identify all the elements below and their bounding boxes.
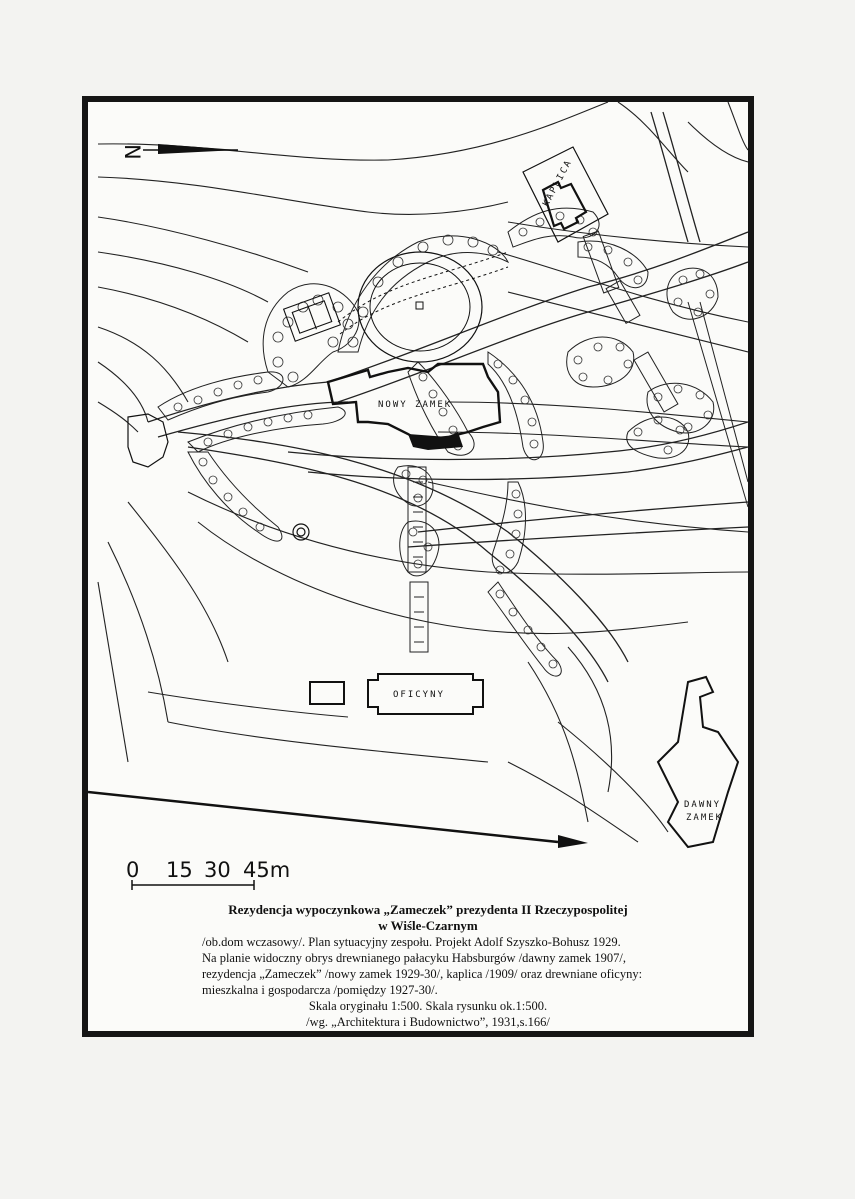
stairs	[407, 230, 748, 653]
oval-lawn	[337, 251, 509, 363]
scale-label-45: 45m	[243, 858, 290, 882]
scale-bar: 0 15 30 45m	[126, 858, 290, 890]
roads	[147, 111, 748, 683]
boundary-line	[88, 790, 588, 848]
chapel-building: KAPLICA	[522, 146, 609, 243]
gate-structure	[127, 413, 310, 541]
outbuilding-group: OFICYNY	[309, 673, 484, 715]
caption-block: Rezydencja wypoczynkowa „Zameczek” prezy…	[178, 902, 678, 1030]
tennis-court	[282, 292, 342, 342]
scale-label-15: 15	[166, 858, 193, 882]
new-castle-building: NOWY ZAMEK	[326, 362, 502, 450]
old-castle-building: DAWNY ZAMEK	[656, 675, 740, 849]
old-castle-label-line1: DAWNY	[684, 800, 721, 810]
scale-label-0: 0	[126, 858, 139, 882]
tree-clusters	[157, 207, 719, 677]
caption-line1: /ob.dom wczasowy/. Plan sytuacyjny zespo…	[202, 935, 621, 949]
caption-source: /wg. „Architektura i Budownictwo”, 1931,…	[306, 1015, 550, 1029]
plan-frame: NOWY ZAMEK KAPLICA	[82, 96, 754, 1037]
caption-line2: Na planie widoczny obrys drewnianego pał…	[202, 951, 626, 965]
scale-label-30: 30	[204, 858, 231, 882]
contour-lines	[97, 102, 748, 843]
site-plan-map: NOWY ZAMEK KAPLICA	[88, 102, 748, 890]
new-castle-label: NOWY ZAMEK	[378, 400, 452, 410]
caption-scale: Skala oryginału 1:500. Skala rysunku ok.…	[308, 999, 548, 1013]
north-label: N	[120, 144, 144, 160]
caption-title-line1: Rezydencja wypoczynkowa „Zameczek” prezy…	[228, 902, 628, 917]
caption-title-line2: w Wiśle-Czarnym	[378, 918, 478, 933]
old-castle-label-line2: ZAMEK	[686, 813, 723, 823]
chapel-label: KAPLICA	[541, 158, 574, 209]
caption-line3: rezydencja „Zameczek” /nowy zamek 1929-3…	[202, 967, 643, 981]
north-arrow: N	[120, 144, 238, 160]
tree-dots	[173, 211, 715, 669]
outbuilding-label: OFICYNY	[393, 690, 445, 700]
caption-line4: mieszkalna i gospodarcza /pomiędzy 1927-…	[202, 983, 438, 997]
